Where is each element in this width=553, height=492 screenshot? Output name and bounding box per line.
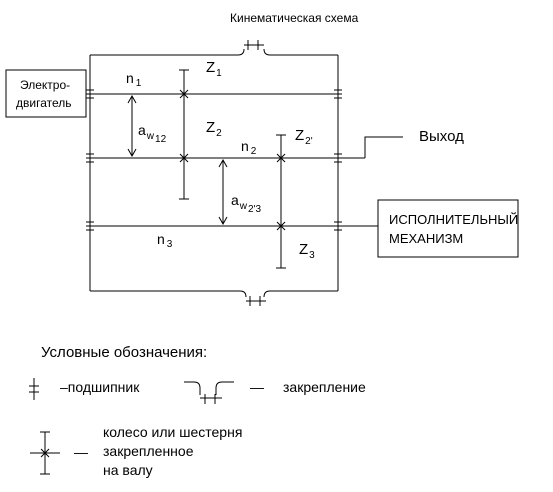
motor-label-line2: двигатель (16, 96, 72, 110)
housing-frame (89, 48, 339, 298)
aw23-label: aw2'3 (231, 192, 262, 215)
legend-wheel-label-line1: колесо или шестерня (103, 424, 242, 440)
gear-z3-label: Z3 (299, 241, 315, 261)
legend-wheel-symbol (30, 431, 60, 475)
motor-label-line1: Электро- (20, 78, 70, 92)
diagram-title: Кинематическая схема (230, 11, 359, 25)
mechanism-label-line2: МЕХАНИЗМ (389, 231, 463, 246)
motor-box (5, 69, 87, 118)
output-label: Выход (419, 128, 464, 145)
center-distance-aw23-arrow (218, 158, 228, 226)
legend-wheel-label-line3: на валу (103, 462, 153, 478)
gear-z2p-z3 (276, 134, 286, 269)
mechanism-box (377, 199, 519, 258)
bottom-fixing-symbol (246, 296, 266, 306)
legend-heading: Условные обозначения: (41, 344, 207, 361)
gear-z1-z2 (179, 69, 189, 200)
bearings (86, 89, 342, 231)
legend-bearing-symbol (29, 378, 39, 400)
gear-z1-label: Z1 (206, 59, 222, 79)
legend-fixing-symbol (184, 381, 234, 404)
mechanism-label-line1: ИСПОЛНИТЕЛЬНЫЙ (389, 212, 518, 227)
legend-wheel-dash: — (74, 444, 88, 460)
gear-z2p-label: Z2' (295, 127, 313, 147)
legend-bearing-label: –подшипник (60, 379, 140, 395)
top-fixing-symbol (244, 40, 264, 50)
legend-fixing-label: закрепление (283, 379, 366, 395)
legend-wheel-label-line2: закрепленное (103, 443, 194, 459)
aw12-label: aw12 (138, 122, 167, 145)
output-line (364, 136, 403, 158)
gear-z2-label: Z2 (206, 119, 222, 139)
center-distance-aw12-arrow (127, 94, 137, 158)
legend-fixing-dash: — (250, 379, 264, 395)
